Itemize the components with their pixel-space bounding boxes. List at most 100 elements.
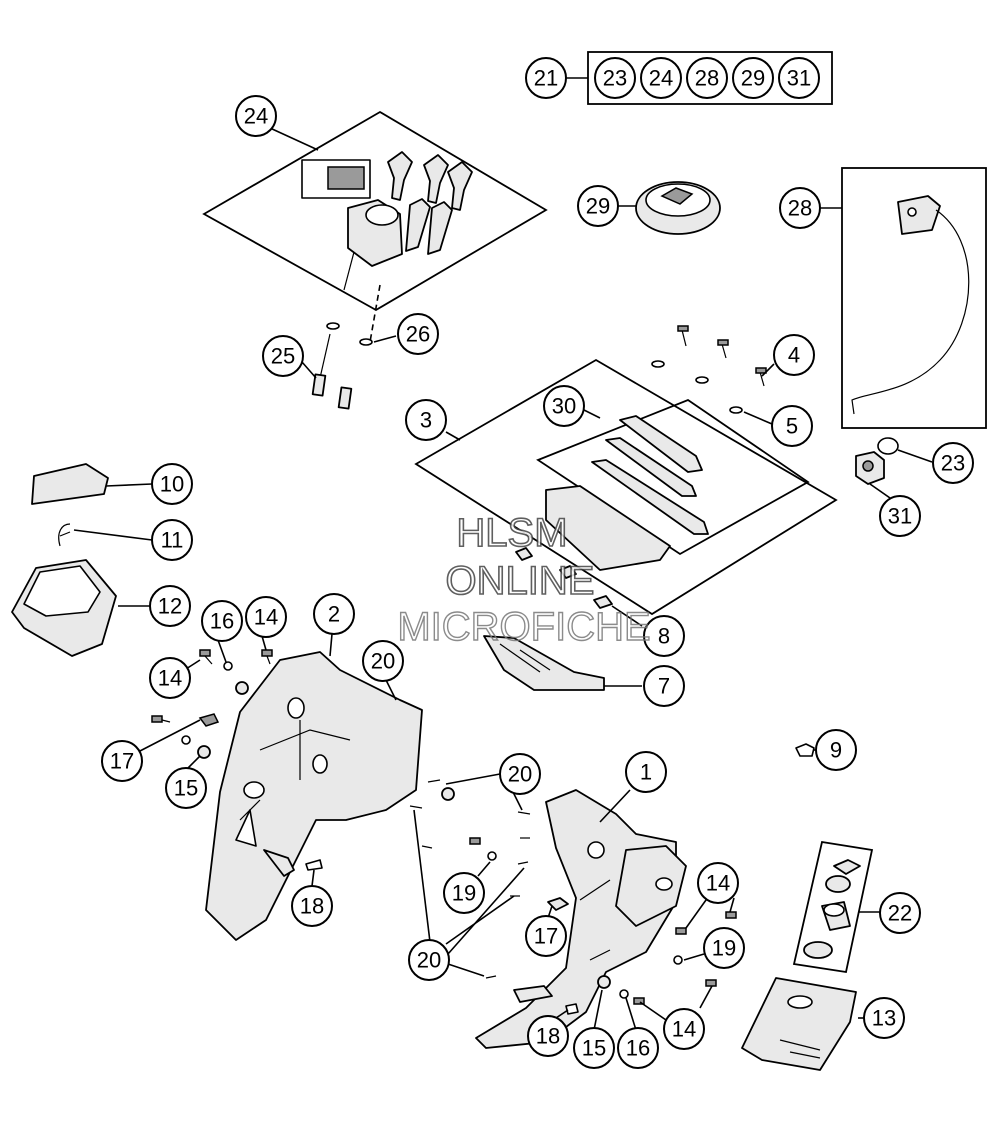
svg-text:HLSM: HLSM xyxy=(456,511,567,555)
svg-text:17: 17 xyxy=(110,749,134,774)
svg-text:20: 20 xyxy=(371,649,395,674)
callout-17-left[interactable]: 17 xyxy=(101,740,143,782)
callout-29[interactable]: 29 xyxy=(577,185,619,227)
dash-kit xyxy=(414,358,838,616)
callout-22[interactable]: 22 xyxy=(879,892,921,934)
callout-20-bottom[interactable]: 20 xyxy=(408,939,450,981)
svg-text:14: 14 xyxy=(158,666,182,691)
callout-9[interactable]: 9 xyxy=(815,729,857,771)
key-2 xyxy=(423,154,449,204)
svg-text:31: 31 xyxy=(787,66,811,91)
svg-text:16: 16 xyxy=(210,609,234,634)
callout-18-right[interactable]: 18 xyxy=(527,1015,569,1057)
svg-text:4: 4 xyxy=(788,343,800,368)
svg-text:29: 29 xyxy=(741,66,765,91)
callout-2[interactable]: 2 xyxy=(313,593,355,635)
svg-text:12: 12 xyxy=(158,594,182,619)
callout-14-left-top[interactable]: 14 xyxy=(245,596,287,638)
callout-16-left[interactable]: 16 xyxy=(201,600,243,642)
svg-text:16: 16 xyxy=(626,1036,650,1061)
svg-text:17: 17 xyxy=(534,924,558,949)
kit-group: 21 23 24 28 29 31 xyxy=(525,51,833,105)
svg-text:23: 23 xyxy=(941,451,965,476)
kit-member-28[interactable]: 28 xyxy=(686,57,728,99)
callout-20-mid[interactable]: 20 xyxy=(499,753,541,795)
socket-kit xyxy=(792,840,880,974)
callout-4[interactable]: 4 xyxy=(773,334,815,376)
svg-text:8: 8 xyxy=(658,624,670,649)
callout-19-right[interactable]: 19 xyxy=(703,927,745,969)
svg-text:25: 25 xyxy=(271,344,295,369)
svg-text:10: 10 xyxy=(160,472,184,497)
callout-14-right-bottom[interactable]: 14 xyxy=(663,1008,705,1050)
svg-text:15: 15 xyxy=(582,1036,606,1061)
callout-12[interactable]: 12 xyxy=(149,585,191,627)
callout-13[interactable]: 13 xyxy=(863,997,905,1039)
callout-8[interactable]: 8 xyxy=(643,615,685,657)
callout-16-right[interactable]: 16 xyxy=(617,1027,659,1069)
svg-text:14: 14 xyxy=(672,1017,696,1042)
callout-15-right[interactable]: 15 xyxy=(573,1027,615,1069)
svg-text:14: 14 xyxy=(706,871,730,896)
svg-text:29: 29 xyxy=(586,194,610,219)
svg-text:18: 18 xyxy=(536,1024,560,1049)
callout-3[interactable]: 3 xyxy=(405,399,447,441)
svg-text:31: 31 xyxy=(888,504,912,529)
key-3 xyxy=(447,161,473,211)
kit-member-23[interactable]: 23 xyxy=(594,57,636,99)
callout-24[interactable]: 24 xyxy=(235,95,277,137)
callout-15-left[interactable]: 15 xyxy=(165,767,207,809)
svg-text:2: 2 xyxy=(328,602,340,627)
key-1 xyxy=(387,151,413,201)
svg-text:9: 9 xyxy=(830,738,842,763)
svg-text:28: 28 xyxy=(788,196,812,221)
cover-13 xyxy=(741,977,864,1071)
callout-20-top[interactable]: 20 xyxy=(362,640,404,682)
callout-31[interactable]: 31 xyxy=(879,495,921,537)
callout-7[interactable]: 7 xyxy=(643,665,685,707)
svg-text:24: 24 xyxy=(649,66,673,91)
svg-text:5: 5 xyxy=(786,414,798,439)
svg-text:24: 24 xyxy=(244,104,268,129)
svg-text:7: 7 xyxy=(658,674,670,699)
callout-28[interactable]: 28 xyxy=(779,187,821,229)
svg-text:14: 14 xyxy=(254,605,278,630)
svg-text:MICROFICHE: MICROFICHE xyxy=(397,605,650,649)
right-fasteners xyxy=(409,773,737,1031)
small-cover xyxy=(11,463,153,657)
svg-text:20: 20 xyxy=(508,762,532,787)
kit-member-31[interactable]: 31 xyxy=(778,57,820,99)
callout-10[interactable]: 10 xyxy=(151,463,193,505)
callout-14-left[interactable]: 14 xyxy=(149,657,191,699)
svg-text:13: 13 xyxy=(872,1006,896,1031)
svg-text:11: 11 xyxy=(161,528,184,553)
kit-member-29[interactable]: 29 xyxy=(732,57,774,99)
callout-17-right[interactable]: 17 xyxy=(525,915,567,957)
svg-text:30: 30 xyxy=(552,394,576,419)
svg-text:23: 23 xyxy=(603,66,627,91)
callout-19-left[interactable]: 19 xyxy=(443,872,485,914)
svg-text:18: 18 xyxy=(300,894,324,919)
callout-25[interactable]: 25 xyxy=(262,335,304,377)
svg-text:26: 26 xyxy=(406,322,430,347)
left-bracket xyxy=(205,633,423,941)
callout-23[interactable]: 23 xyxy=(932,442,974,484)
svg-text:21: 21 xyxy=(534,66,558,91)
dash-screws xyxy=(651,325,775,425)
svg-text:15: 15 xyxy=(174,776,198,801)
callout-26[interactable]: 26 xyxy=(397,313,439,355)
callout-14-right-top[interactable]: 14 xyxy=(697,862,739,904)
callout-30[interactable]: 30 xyxy=(543,385,585,427)
fuel-tank-cap xyxy=(618,181,721,235)
svg-text:ONLINE: ONLINE xyxy=(446,559,595,603)
callout-11[interactable]: 11 xyxy=(151,519,193,561)
svg-text:28: 28 xyxy=(695,66,719,91)
callout-5[interactable]: 5 xyxy=(771,405,813,447)
svg-text:22: 22 xyxy=(888,901,912,926)
callout-1[interactable]: 1 xyxy=(625,751,667,793)
kit-member-24[interactable]: 24 xyxy=(640,57,682,99)
callout-21[interactable]: 21 xyxy=(525,57,567,99)
callout-18-left[interactable]: 18 xyxy=(291,885,333,927)
svg-text:19: 19 xyxy=(452,881,476,906)
